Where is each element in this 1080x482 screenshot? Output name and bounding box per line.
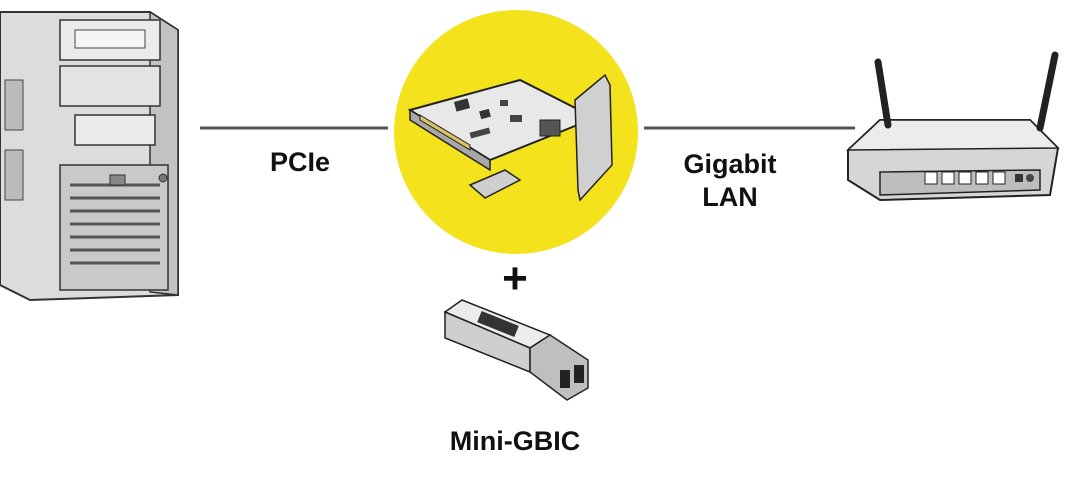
network-card-icon bbox=[407, 73, 613, 202]
pcie-label: PCIe bbox=[269, 147, 331, 177]
gigabit-lan-label-line2: LAN bbox=[702, 182, 758, 212]
sfp-module-icon bbox=[443, 299, 589, 401]
gigabit-lan-label: Gigabit LAN bbox=[660, 148, 800, 214]
computer-tower-icon bbox=[0, 10, 179, 302]
gigabit-lan-label-line1: Gigabit bbox=[683, 149, 777, 179]
plus-sign: + bbox=[502, 254, 528, 303]
mini-gbic-label: Mini-GBIC bbox=[449, 426, 581, 456]
router-icon bbox=[846, 51, 1060, 202]
